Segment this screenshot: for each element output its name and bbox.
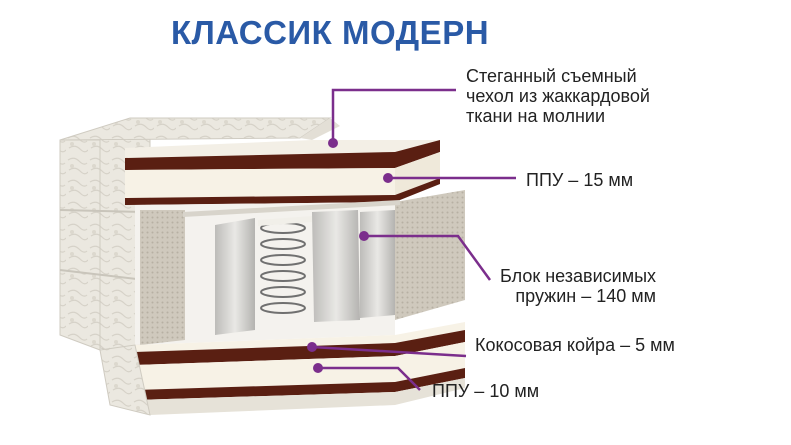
top-layers <box>125 140 440 205</box>
label-springs: Блок независимых пружин – 140 мм <box>500 266 657 306</box>
bottom-layers <box>99 322 465 416</box>
leader-dot-ppu15 <box>383 173 393 183</box>
leader-cover <box>331 88 456 143</box>
leader-dot-ppu10 <box>313 363 323 373</box>
leader-coir <box>311 345 467 358</box>
leader-dot-cover <box>328 138 338 148</box>
label-cover: Стеганный съемный чехол из жаккардовой т… <box>466 66 650 126</box>
label-ppu-bottom: ППУ – 10 мм <box>432 381 540 401</box>
leader-dot-coir <box>307 342 317 352</box>
page-title: КЛАССИК МОДЕРН <box>170 14 490 51</box>
spring-block <box>135 190 465 345</box>
label-coir: Кокосовая койра – 5 мм <box>475 335 675 355</box>
leader-ppu10 <box>318 366 421 391</box>
leader-springs <box>364 234 492 281</box>
label-ppu-top: ППУ – 15 мм <box>526 170 634 190</box>
leader-dot-springs <box>359 231 369 241</box>
